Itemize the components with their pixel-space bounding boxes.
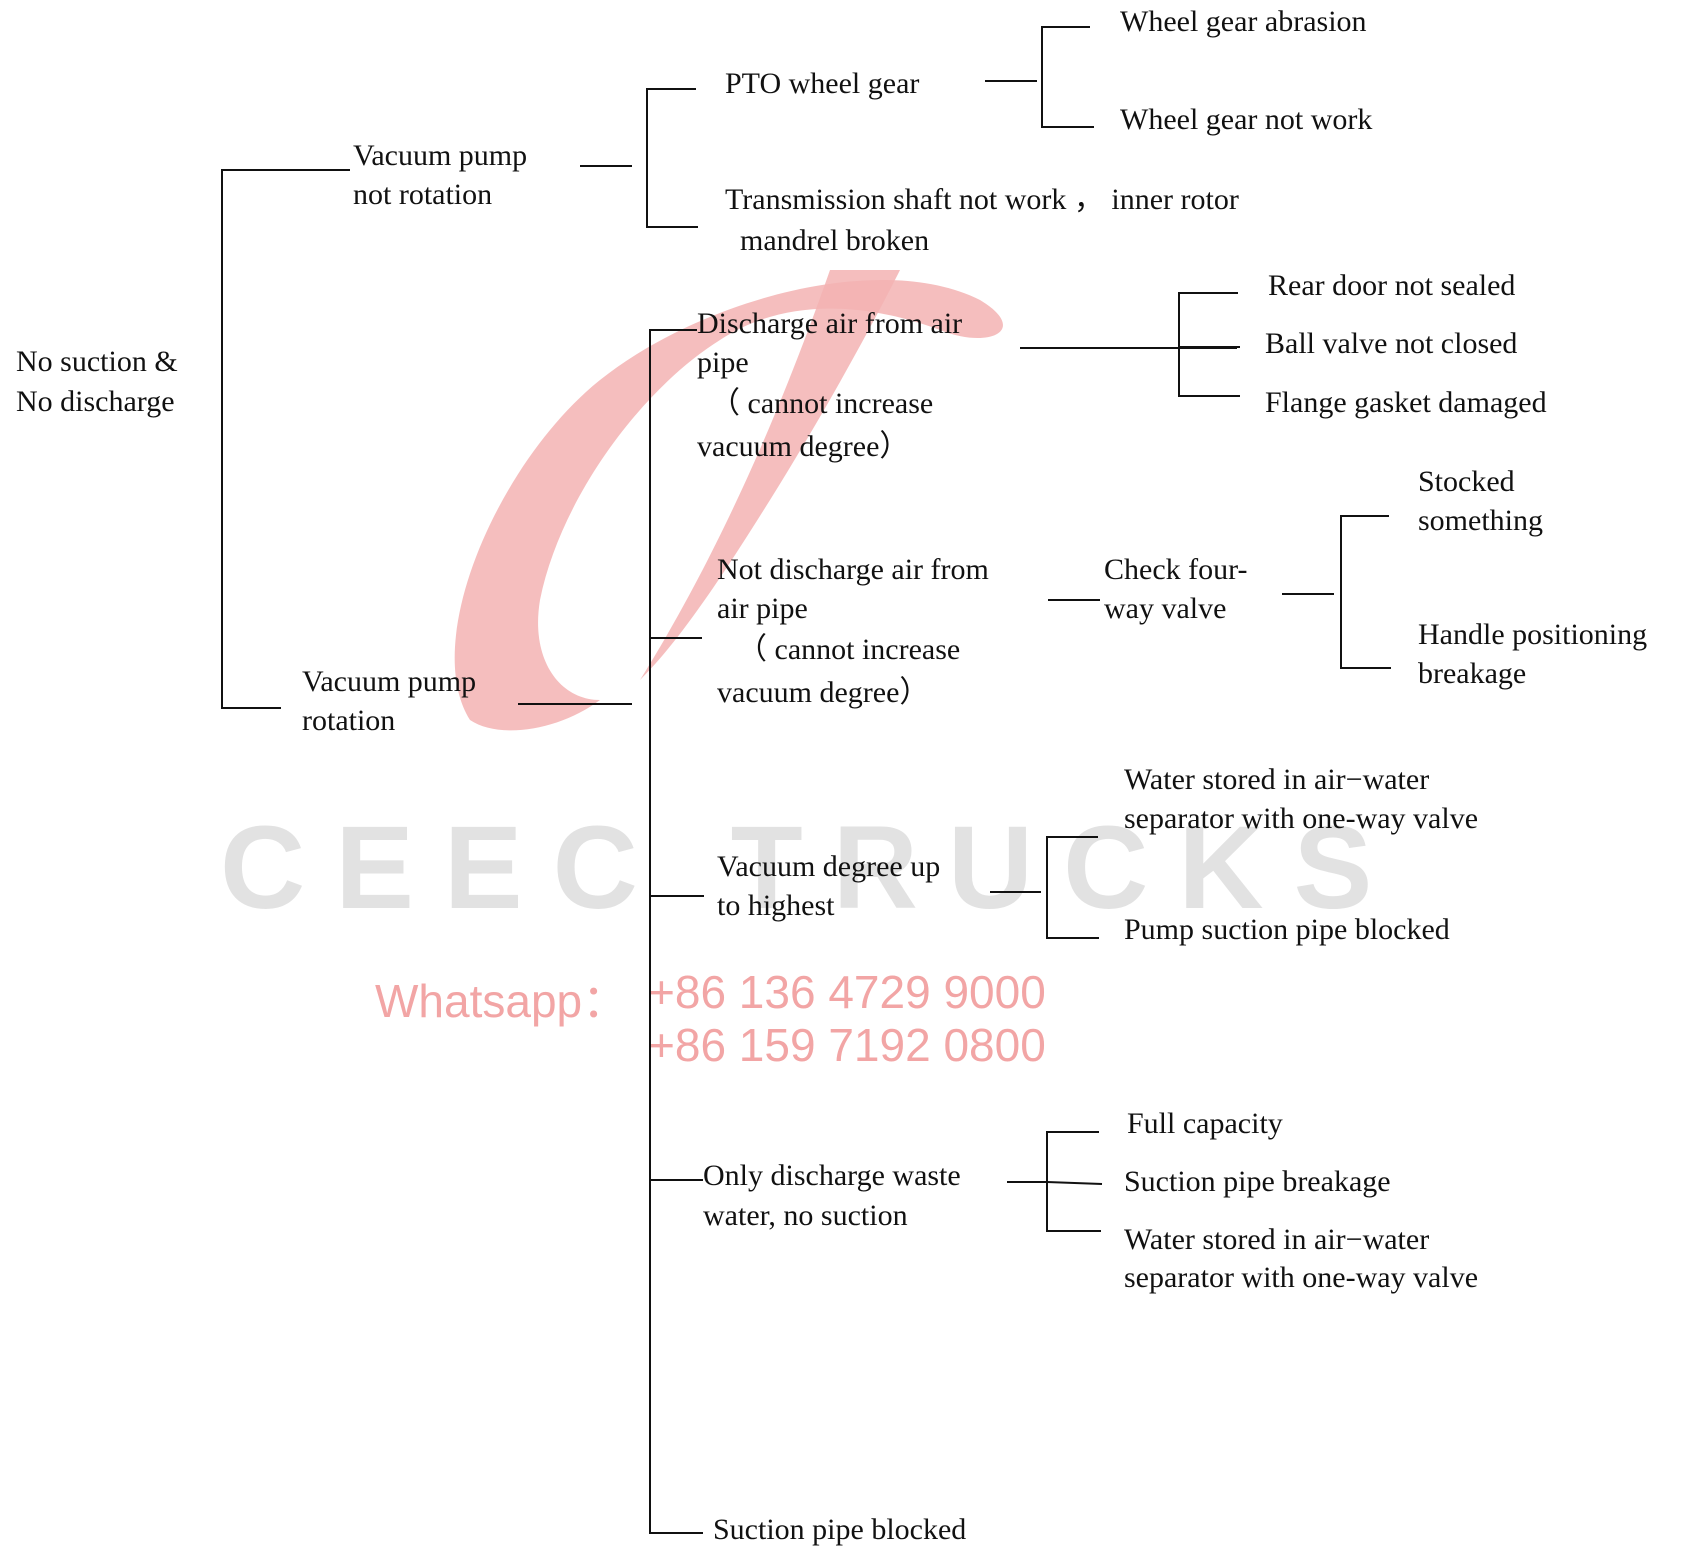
node-check-valve-line-2: way valve [1104,592,1227,625]
tick-suction-breakage [1046,1181,1103,1185]
watermark-brand: CEEC TRUCKS [220,802,1403,934]
node-discharge-air-line-1: Discharge air from air [697,307,963,340]
root-line-2: No discharge [16,385,175,418]
cause-water-stored-line-2: separator with one-way valve [1124,802,1479,835]
root-line-1: No suction & [16,345,178,378]
node-discharge-air-line-4: vacuum degree） [697,430,910,463]
cause-stocked-line-1: Stocked [1418,465,1515,498]
node-only-discharge-line-2: water, no suction [703,1199,908,1232]
cause-handle-line-2: breakage [1418,657,1527,690]
node-discharge-air-line-3: （ cannot increase [710,387,934,420]
cause-water-stored-line-1: Water stored in air−water [1124,763,1430,796]
node-not-rotation-line-2: not rotation [353,178,493,211]
cause-flange-gasket: Flange gasket damaged [1265,386,1547,419]
cause-pump-suction-blocked: Pump suction pipe blocked [1124,913,1450,946]
watermark-phone-1: +86 136 4729 9000 [648,966,1046,1018]
node-not-discharge-line-4: vacuum degree） [717,676,930,709]
node-check-valve-line-1: Check four- [1104,553,1248,586]
node-only-discharge-line-1: Only discharge waste [703,1159,961,1192]
bracket-check-valve [1340,515,1391,669]
node-pto-wheel-gear: PTO wheel gear [725,67,920,100]
node-suction-pipe-blocked: Suction pipe blocked [713,1513,967,1546]
node-transmission-line-2: mandrel broken [740,224,930,257]
cause-ball-valve: Ball valve not closed [1265,327,1518,360]
logo-stroke [640,270,900,680]
cause-wheel-gear-not-work: Wheel gear not work [1120,103,1373,136]
cause-water-stored-2-line-2: separator with one-way valve [1124,1261,1479,1294]
node-vacuum-highest-line-1: Vacuum degree up [717,850,941,883]
watermark-whatsapp-label: Whatsapp： [375,975,629,1027]
cause-rear-door: Rear door not sealed [1268,269,1516,302]
node-not-rotation-line-1: Vacuum pump [353,139,528,172]
cause-handle-line-1: Handle positioning [1418,618,1648,651]
bracket-vacuum-highest [1046,836,1099,939]
bracket-not-rotation [646,88,698,228]
main-spine [649,329,703,1534]
root-bracket [221,169,350,709]
node-rotation-line-2: rotation [302,704,396,737]
bracket-only-discharge [1046,1131,1101,1232]
node-not-discharge-line-1: Not discharge air from [717,553,989,586]
node-not-discharge-line-3: （ cannot increase [737,633,961,666]
cause-stocked-line-2: something [1418,504,1543,537]
watermark-phone-2: +86 159 7192 0800 [648,1019,1046,1071]
logo-swoosh [454,279,1003,731]
node-not-discharge-line-2: air pipe [717,592,808,625]
cause-water-stored-2-line-1: Water stored in air−water [1124,1223,1430,1256]
bracket-pto [1041,26,1094,128]
cause-wheel-gear-abrasion: Wheel gear abrasion [1120,5,1367,38]
node-discharge-air-line-2: pipe [697,346,749,379]
bracket-discharge-air [1178,292,1240,397]
node-vacuum-highest-line-2: to highest [717,889,835,922]
cause-suction-pipe-breakage: Suction pipe breakage [1124,1165,1391,1198]
cause-full-capacity: Full capacity [1127,1107,1283,1140]
node-rotation-line-1: Vacuum pump [302,665,477,698]
node-transmission-line-1: Transmission shaft not work ， inner roto… [725,183,1239,216]
